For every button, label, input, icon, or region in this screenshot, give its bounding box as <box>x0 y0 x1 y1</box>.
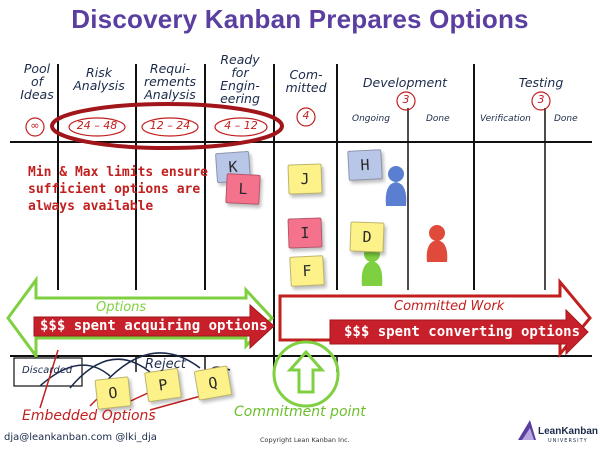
card-q[interactable]: Q <box>193 365 233 401</box>
slide-title: Discovery Kanban Prepares Options <box>71 4 529 34</box>
col-header-req: Requi- rements Analysis <box>143 61 197 102</box>
subcol-test-done: Done <box>554 114 578 124</box>
reject-arrow-3 <box>99 352 201 389</box>
options-arrow <box>6 275 275 361</box>
limit-testing: 3 <box>537 93 545 106</box>
card-j[interactable]: J <box>287 163 323 195</box>
col-header-risk: Risk Analysis <box>73 65 125 93</box>
commitment-point-label: Commitment point <box>234 404 366 420</box>
options-arrow-body <box>33 303 275 350</box>
col-header-committed: Com- mitted <box>285 67 327 95</box>
card-h[interactable]: H <box>347 149 383 181</box>
card-i[interactable]: I <box>287 217 323 249</box>
subcol-test-verification: Verification <box>480 114 531 124</box>
footer-contact: dja@leankanban.com @lki_dja <box>4 432 157 443</box>
limit-ready: 4 – 12 <box>224 119 258 132</box>
col-header-pool: Pool of Ideas <box>20 61 54 102</box>
embedded-arrow-1 <box>39 349 59 409</box>
limit-circle-committed <box>296 107 316 127</box>
limit-circle-dev <box>396 91 416 111</box>
logo-text: LeanKanban <box>538 426 599 437</box>
col-header-development: Development <box>362 75 448 90</box>
footer-copyright: Copyright Lean Kanban Inc. <box>260 436 350 444</box>
card-p[interactable]: P <box>144 367 182 403</box>
token-red-icon <box>426 225 448 262</box>
card-d[interactable]: D <box>349 221 385 253</box>
limit-circle-ready <box>214 117 268 137</box>
embedded-options-label: Embedded Options <box>22 408 156 424</box>
card-o[interactable]: O <box>94 376 132 410</box>
limit-req: 12 – 24 <box>149 119 191 132</box>
limit-risk: 24 – 48 <box>76 119 118 132</box>
col-header-ready: Ready for Engin- eering <box>220 52 260 106</box>
reject-arrow-1 <box>39 364 111 387</box>
limit-development: 3 <box>402 93 410 106</box>
committed-text: $$$ spent converting options <box>344 324 581 340</box>
leankanban-logo-icon <box>518 420 536 440</box>
limit-committed: 4 <box>302 109 310 122</box>
limits-note: Min & Max limits ensure sufficient optio… <box>28 165 209 214</box>
card-l[interactable]: L <box>225 173 261 205</box>
reject-arrow-2 <box>69 358 151 389</box>
limit-pool: ∞ <box>30 119 40 132</box>
limit-circle-risk <box>68 117 126 137</box>
token-blue-icon <box>385 166 407 206</box>
limit-circle-pool <box>25 117 45 137</box>
options-text: $$$ spent acquiring options <box>40 318 268 334</box>
discarded-label: Discarded <box>22 365 73 376</box>
commitment-point-circle <box>272 340 340 408</box>
card-f[interactable]: F <box>289 255 325 287</box>
committed-title: Committed Work <box>394 299 505 314</box>
commitment-up-arrow-icon <box>286 349 326 394</box>
limit-circle-test <box>531 91 551 111</box>
committed-arrow-body <box>329 308 589 356</box>
options-title: Options <box>96 300 147 315</box>
limits-highlight-ellipse <box>50 102 284 150</box>
logo-subtext: UNIVERSITY <box>548 438 588 444</box>
limit-circle-req <box>141 117 199 137</box>
subcol-dev-done: Done <box>426 114 450 124</box>
col-header-testing: Testing <box>518 75 564 90</box>
subcol-dev-ongoing: Ongoing <box>352 114 390 124</box>
reject-label: Reject <box>145 357 186 372</box>
